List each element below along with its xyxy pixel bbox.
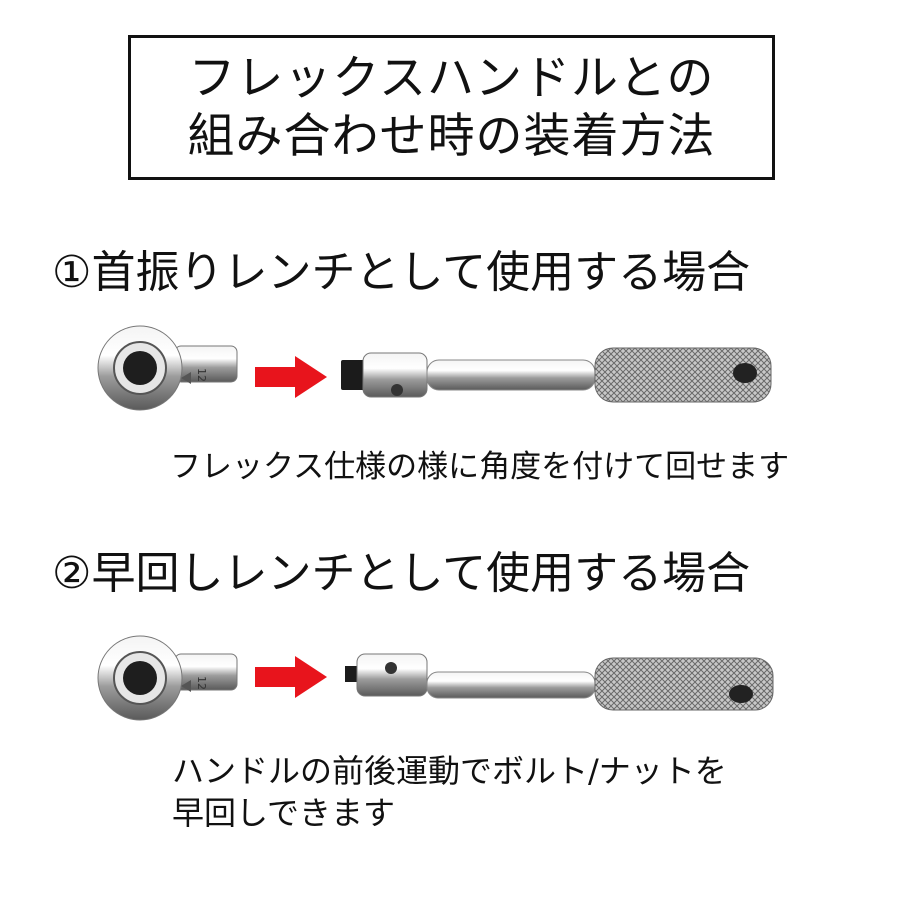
title-box: フレックスハンドルとの 組み合わせ時の装着方法	[128, 35, 775, 180]
section2-heading: ②早回しレンチとして使用する場合	[52, 548, 751, 599]
flex-handle-icon	[341, 347, 772, 403]
right-arrow-icon	[255, 656, 327, 698]
wrench-size-label: 12	[195, 676, 208, 690]
section2-caption-line-2: 早回しできます	[172, 794, 396, 832]
section1-illustration: 12	[95, 318, 785, 428]
flex-handle-icon	[345, 653, 774, 711]
section1-heading: ①首振りレンチとして使用する場合	[52, 247, 751, 298]
ratchet-wrench-icon: 12	[97, 635, 238, 721]
wrench-size-label: 12	[195, 368, 208, 382]
ratchet-wrench-icon: 12	[97, 325, 238, 411]
section1-caption: フレックス仕様の様に角度を付けて回せます	[170, 449, 790, 485]
section2-illustration: 12	[95, 628, 785, 738]
right-arrow-icon	[255, 356, 327, 398]
title-line-1: フレックスハンドルとの	[188, 50, 715, 106]
title-line-2: 組み合わせ時の装着方法	[187, 108, 716, 164]
section2-caption-line-1: ハンドルの前後運動でボルト/ナットを	[172, 752, 727, 790]
section2-caption: ハンドルの前後運動でボルト/ナットを 早回しできます	[172, 750, 727, 834]
